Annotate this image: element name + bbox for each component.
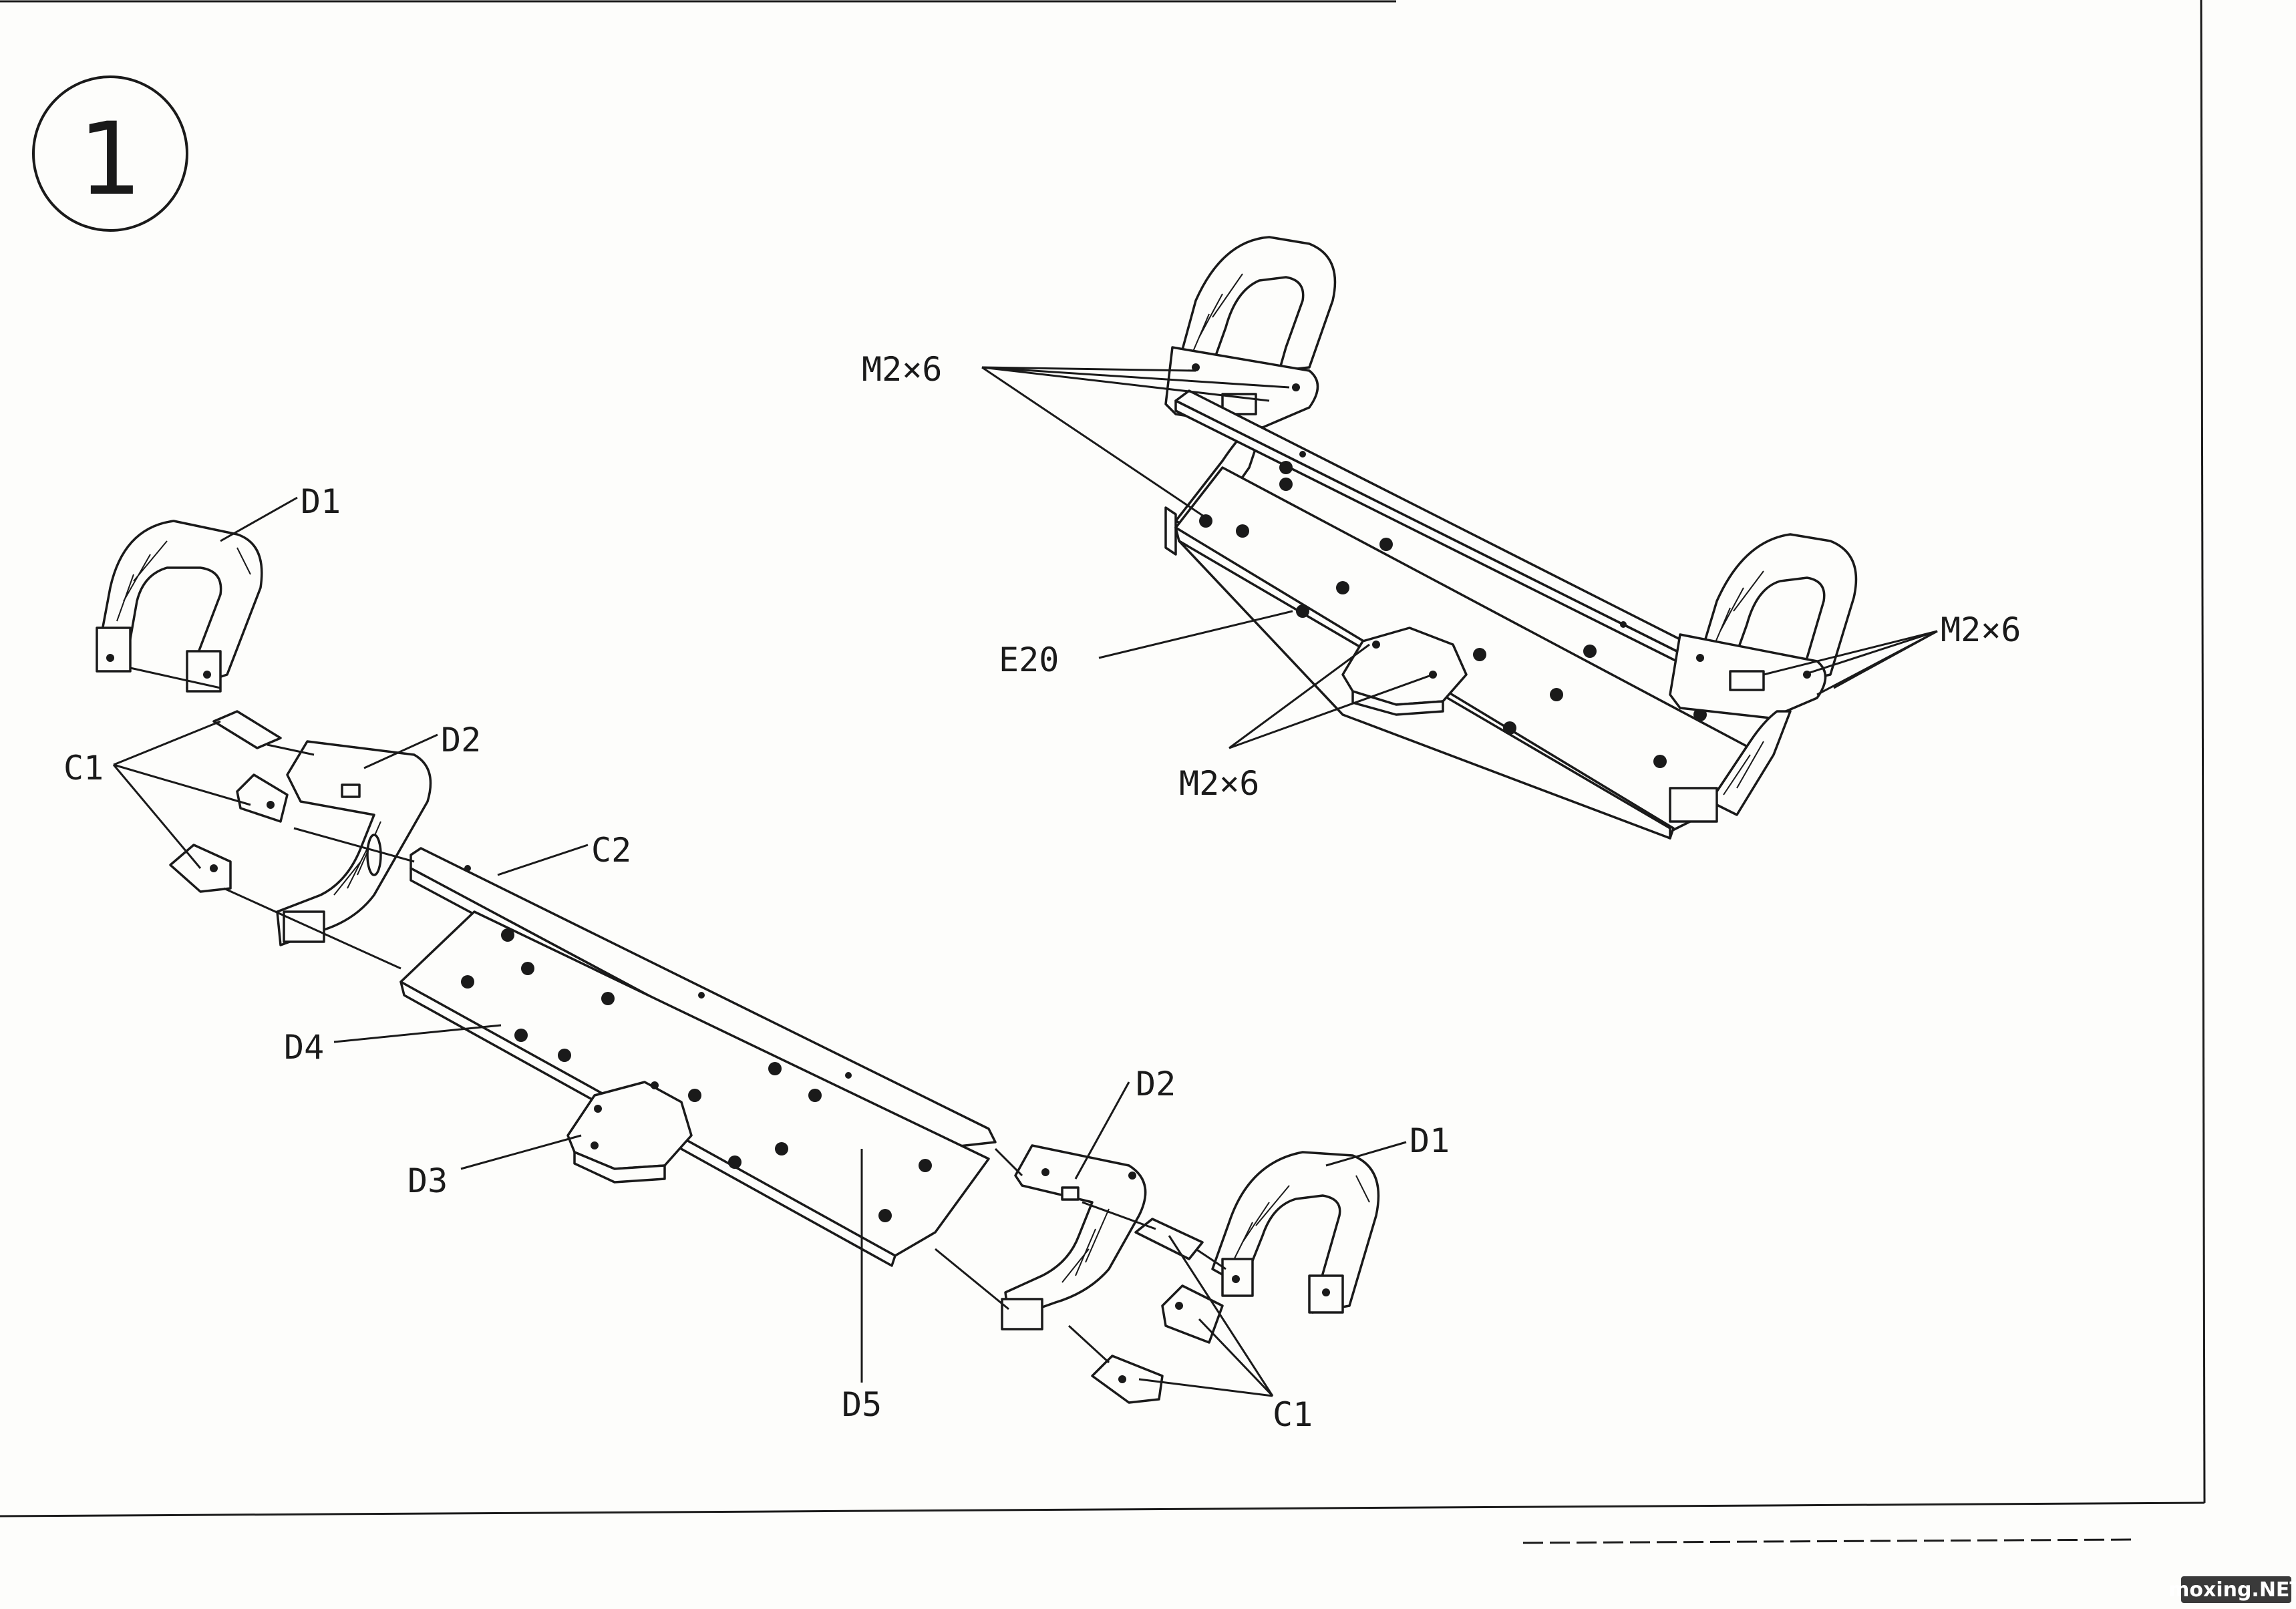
- part-d1-left: [96, 520, 263, 693]
- part-labels: D1 C1 D2 C2 D4 D3 D5 D2 D1 C1 M2×6 M2×6 …: [63, 350, 2021, 1434]
- label-d1-left: D1: [301, 482, 341, 521]
- label-d5: D5: [842, 1385, 882, 1424]
- label-m2x6-right: M2×6: [1941, 610, 2021, 649]
- step-number: 1: [78, 102, 142, 218]
- label-c1-right: C1: [1273, 1395, 1313, 1434]
- part-d2-right: [1001, 1144, 1147, 1330]
- label-d2-right: D2: [1136, 1065, 1176, 1103]
- label-d2-left: D2: [441, 721, 481, 759]
- guide-lines: [130, 667, 1226, 1364]
- leader-lines: [112, 366, 1938, 1397]
- label-d4: D4: [284, 1028, 324, 1067]
- part-d2-left: [276, 740, 432, 946]
- exploded-assembly: [96, 520, 1380, 1404]
- page-border: [0, 0, 2206, 1544]
- label-m2x6-bottom: M2×6: [1179, 764, 1259, 803]
- label-d3: D3: [407, 1161, 448, 1200]
- watermark: moxing.NET: [2168, 1576, 2296, 1603]
- label-c2: C2: [591, 831, 631, 870]
- step-number-badge: 1: [32, 75, 188, 232]
- part-c1-left: [169, 710, 289, 893]
- label-c1-left: C1: [63, 749, 104, 787]
- label-d1-right: D1: [1410, 1121, 1450, 1160]
- label-e20: E20: [999, 641, 1059, 679]
- watermark-text: moxing.NET: [2168, 1578, 2296, 1602]
- label-m2x6-top: M2×6: [862, 350, 942, 389]
- part-d1-right: [1211, 1151, 1380, 1314]
- assembled-view: [1164, 236, 1858, 840]
- part-d3-octagon: [566, 1081, 693, 1184]
